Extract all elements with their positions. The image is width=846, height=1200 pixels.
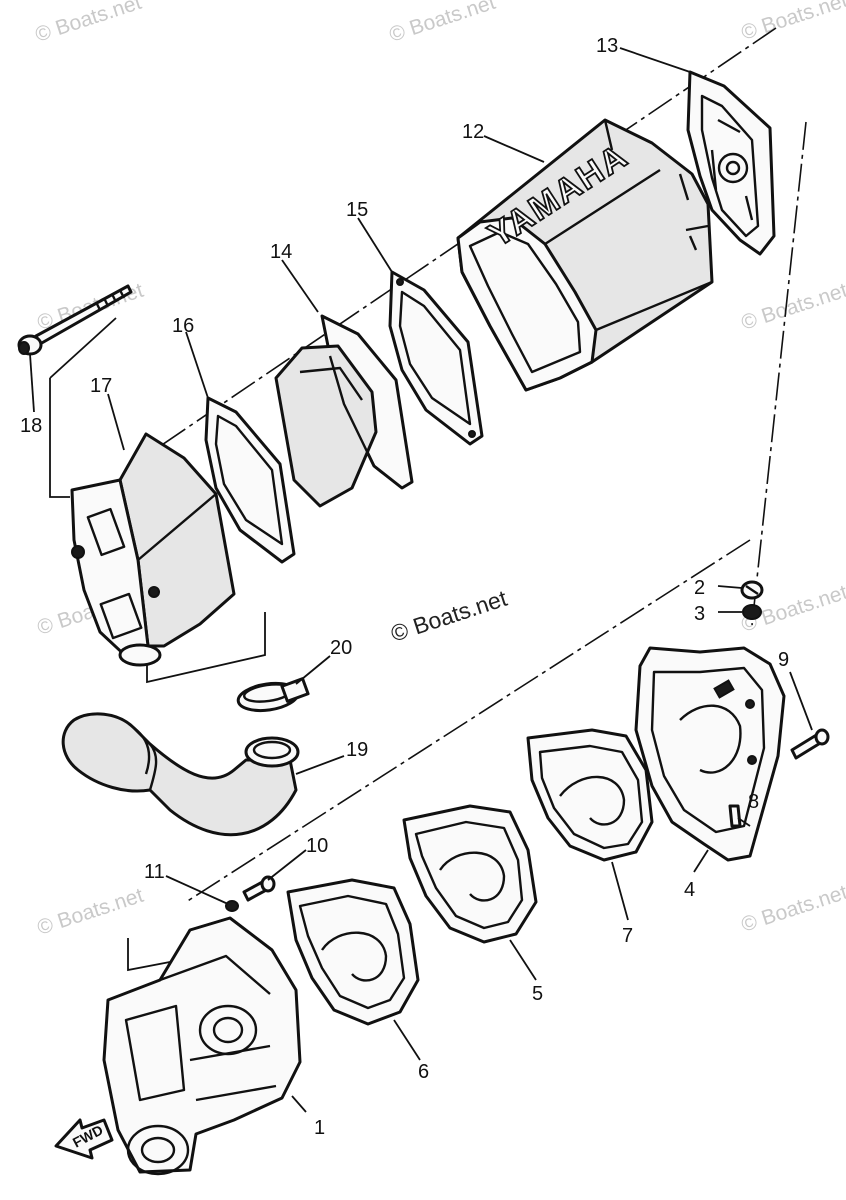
callout-labels: 1 2 3 4 5 6 7 8 9 10 11 12 13 14 15 16 1…	[20, 35, 789, 1139]
callout-5: 5	[532, 983, 543, 1005]
callout-16: 16	[172, 315, 194, 337]
callout-7: 7	[622, 925, 633, 947]
callout-19: 19	[346, 739, 368, 761]
leader-lines	[29, 47, 813, 1113]
callout-6: 6	[418, 1061, 429, 1083]
callout-14: 14	[270, 241, 292, 263]
callout-4: 4	[684, 879, 695, 901]
callout-17: 17	[90, 375, 112, 397]
callout-12: 12	[462, 121, 484, 143]
part-5-gasket	[402, 804, 538, 944]
part-6-gasket	[286, 878, 420, 1026]
watermark-text: © Boats.net	[738, 0, 846, 45]
part-11-washer	[225, 900, 239, 912]
watermark-text: © Boats.net	[738, 279, 846, 335]
callout-15: 15	[346, 199, 368, 221]
part-4-housing	[634, 646, 786, 862]
part-15-gasket	[388, 270, 484, 446]
callout-9: 9	[778, 649, 789, 671]
part-20-clamp	[236, 677, 310, 713]
watermark-text: © Boats.net	[386, 0, 498, 47]
part-14-cover	[274, 314, 414, 508]
part-12-muffler: YAMAHA	[456, 118, 714, 392]
callout-11: 11	[144, 861, 165, 883]
part-7-gasket	[526, 728, 654, 862]
center-watermark: © Boats.net	[388, 585, 511, 647]
right-vertical-axis	[751, 121, 807, 626]
watermark-text: © Boats.net	[738, 881, 846, 937]
part-19-hose	[61, 712, 300, 837]
watermark-text: © Boats.net	[32, 0, 144, 47]
part-1-lower-case	[102, 916, 302, 1176]
callout-1: 1	[314, 1117, 325, 1139]
callout-13: 13	[596, 35, 618, 57]
part-2-3-plug	[740, 580, 764, 620]
lower-assembly-axis	[185, 539, 751, 903]
callout-8: 8	[748, 791, 759, 813]
part-9-bolt	[790, 728, 830, 760]
bolt-axis-bracket	[49, 378, 70, 498]
part-16-gasket	[204, 396, 296, 564]
part-13-gasket	[686, 70, 776, 256]
part-17-housing	[70, 432, 236, 667]
bolt-axis-top	[49, 317, 117, 379]
callout-10: 10	[306, 835, 328, 857]
fwd-arrow: FWD	[54, 1118, 114, 1160]
part-10-bolt	[242, 875, 276, 902]
callout-3: 3	[694, 603, 705, 625]
callout-18: 18	[20, 415, 42, 437]
callout-20: 20	[330, 637, 352, 659]
part-8-pin	[728, 804, 742, 828]
watermark-text: © Boats.net	[34, 884, 146, 940]
callout-2: 2	[694, 577, 705, 599]
outlet-bracket	[146, 612, 266, 684]
